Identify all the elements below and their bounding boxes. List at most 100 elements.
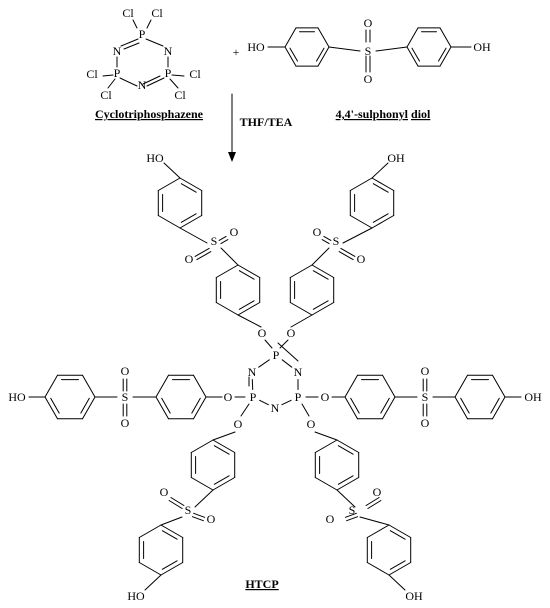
sulfonyl-double-bond xyxy=(218,235,227,241)
aromatic-double-bond xyxy=(238,270,255,280)
oxygen-atom: O xyxy=(121,364,130,378)
reaction-arrow xyxy=(228,93,236,162)
aromatic-double-bond xyxy=(161,397,171,414)
ring-bond xyxy=(215,302,239,316)
sulfonyl-double-bond xyxy=(194,247,210,257)
bond xyxy=(220,247,239,266)
phosphorus-atom: P xyxy=(250,390,257,404)
ring-bond xyxy=(439,27,452,48)
ring-bond xyxy=(160,524,184,538)
bond xyxy=(264,339,273,349)
ring-bond xyxy=(406,27,419,48)
hydroxyl-group: HO xyxy=(127,589,145,603)
sulfur-atom: S xyxy=(333,234,340,248)
ring-bond xyxy=(492,374,506,398)
oxygen-atom: O xyxy=(207,512,216,526)
aromatic-double-bond xyxy=(490,397,500,414)
ring-bond xyxy=(157,177,181,191)
bond xyxy=(144,574,162,591)
oxygen-atom: O xyxy=(421,416,430,430)
aromatic-double-bond xyxy=(161,530,178,540)
ring-bond xyxy=(336,477,360,491)
ring-bond xyxy=(344,374,358,398)
aromatic-double-bond xyxy=(238,300,255,310)
oxygen-atom: O xyxy=(185,252,194,266)
nitrogen-atom: N xyxy=(113,44,122,58)
ring-bond xyxy=(44,396,58,420)
nitrogen-atom: N xyxy=(138,78,147,92)
bond xyxy=(388,574,406,591)
bond xyxy=(179,227,208,244)
oxygen-atom: O xyxy=(230,225,239,239)
ring-bond xyxy=(82,374,96,398)
bond xyxy=(290,314,313,328)
plus-sign: + xyxy=(233,45,240,59)
nitrogen-atom: N xyxy=(248,365,257,379)
bond xyxy=(359,516,390,526)
ring-bond xyxy=(284,46,297,67)
ring-bond xyxy=(281,399,292,406)
aromatic-double-bond xyxy=(389,530,406,540)
sulfonyl-double-bond xyxy=(323,235,332,241)
bond xyxy=(237,314,262,328)
htcp-label: HTCP xyxy=(245,577,278,591)
phosphorus-atom: P xyxy=(114,66,121,80)
phosphorus-atom: P xyxy=(295,390,302,404)
ring-bond xyxy=(237,264,261,278)
oxygen-atom: O xyxy=(421,364,430,378)
hydroxyl-group: OH xyxy=(524,390,542,404)
hydroxyl-group: OH xyxy=(473,40,491,54)
aromatic-double-bond xyxy=(180,213,197,223)
ring-bond xyxy=(82,396,96,420)
sulfur-atom: S xyxy=(185,503,192,517)
ring-bond xyxy=(212,439,236,453)
ring-bond xyxy=(439,46,452,67)
bond xyxy=(279,339,289,349)
oxygen-atom: O xyxy=(357,252,366,266)
aromatic-double-bond xyxy=(460,397,470,414)
ring-bond xyxy=(349,215,373,229)
aromatic-double-bond xyxy=(80,397,90,414)
ring-bond xyxy=(311,264,335,278)
ring-bond xyxy=(289,264,313,278)
oxygen-atom: O xyxy=(364,16,373,30)
sulfonyl-double-bond xyxy=(191,516,204,522)
bond xyxy=(342,227,373,244)
ether-oxygen: O xyxy=(234,417,243,431)
ring-bond xyxy=(382,374,396,398)
nitrogen-atom: N xyxy=(271,401,280,415)
ring-bond xyxy=(366,524,390,538)
ring-bond xyxy=(281,359,293,368)
ring-bond xyxy=(190,477,214,491)
sulfur-atom: S xyxy=(349,503,356,517)
ring-bond xyxy=(215,264,239,278)
ring-bond xyxy=(44,374,58,398)
ring-bond xyxy=(289,302,313,316)
ring-bond xyxy=(212,477,236,491)
ring-bond xyxy=(454,374,468,398)
ring-bond xyxy=(284,27,297,48)
aromatic-double-bond xyxy=(316,47,325,62)
bond xyxy=(301,403,310,417)
bond xyxy=(240,403,250,417)
ether-oxygen: O xyxy=(287,326,296,340)
ring-bond xyxy=(314,439,338,453)
chlorine-atom: Cl xyxy=(189,67,201,81)
hydroxyl-group: HO xyxy=(146,151,164,165)
ring-double-bond xyxy=(277,342,299,362)
chlorine-atom: Cl xyxy=(86,67,98,81)
ring-bond xyxy=(138,562,162,576)
ring-bond xyxy=(388,524,412,538)
sulfur-atom: S xyxy=(211,234,218,248)
ring-bond xyxy=(193,374,207,398)
bond xyxy=(160,516,183,526)
sulfonyl-double-bond xyxy=(168,500,183,509)
aromatic-double-bond xyxy=(380,397,390,414)
oxygen-atom: O xyxy=(373,485,382,499)
aromatic-double-bond xyxy=(389,560,406,570)
ring-bond xyxy=(314,477,338,491)
hydroxyl-group: OH xyxy=(405,589,423,603)
bond xyxy=(375,46,408,52)
sulfonyl-double-bond xyxy=(340,247,356,257)
